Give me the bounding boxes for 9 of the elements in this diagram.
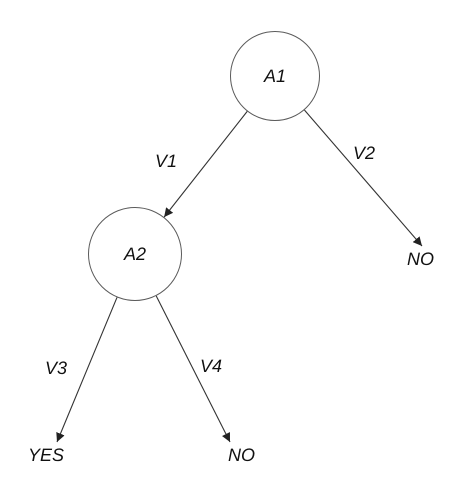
arrow [156, 296, 230, 442]
arrow [164, 111, 248, 218]
node-label: A1 [264, 66, 286, 86]
leaf-label: YES [25, 442, 68, 465]
node-label: A2 [124, 244, 146, 264]
arrow [56, 297, 118, 442]
leaf-label: NO [225, 442, 258, 465]
leaf-label: NO [404, 246, 437, 269]
arrow [304, 110, 422, 246]
